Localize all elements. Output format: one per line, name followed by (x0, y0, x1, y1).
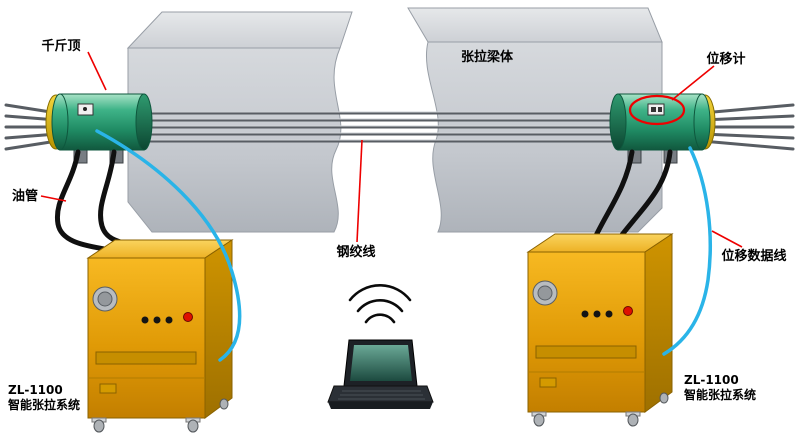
right-pump-model-label: ZL-1100 (684, 373, 739, 387)
right-oil-hose-2 (615, 149, 673, 243)
laptop (327, 339, 434, 409)
left-pump-model-label: ZL-1100 (8, 383, 63, 397)
displacement-gauge-highlight-circle (628, 94, 686, 126)
left-beam-body (126, 11, 353, 233)
oil-pipe-pointer-line (40, 195, 67, 202)
right-beam-body (407, 7, 663, 233)
right-pump-cabinet (526, 233, 674, 427)
left-pump-red-button (183, 312, 193, 322)
wifi-signal-icon (348, 284, 412, 324)
data-cables (95, 129, 712, 362)
laptop-screen (350, 345, 412, 381)
label-oil-pipe: 油管 (12, 188, 38, 204)
right-pump-handle-recess (535, 345, 637, 359)
left-pump-name-label: 智能张拉系统 (7, 397, 80, 412)
jack-pointer-line (87, 51, 107, 91)
annotation-lines (40, 51, 743, 248)
steel-strand-pointer-line (356, 139, 363, 243)
label-jack: 千斤顶 (41, 38, 80, 54)
label-beam-body: 张拉梁体 (461, 49, 514, 65)
left-data-cable (95, 129, 242, 362)
right-pump-red-button (623, 306, 633, 316)
label-steel-strand: 钢绞线 (336, 244, 375, 260)
right-pump-caster (533, 413, 545, 427)
left-oil-hose-1 (54, 149, 121, 255)
left-pump-handle-recess (95, 351, 197, 365)
label-displacement-gauge: 位移计 (706, 51, 745, 67)
left-pump-caster (93, 419, 105, 433)
right-pump-name-label: 智能张拉系统 (683, 387, 756, 402)
right-data-cable (662, 146, 712, 356)
displacement-gauge-pointer-line (671, 65, 715, 101)
text-labels: 千斤顶 张拉梁体 位移计 油管 钢绞线 位移数据线 ZL-1100 智能张拉系统… (7, 38, 787, 412)
data-cable-pointer-line (711, 230, 743, 248)
steel-strands (4, 103, 795, 151)
label-data-cable: 位移数据线 (721, 248, 786, 264)
left-pump-cabinet (86, 239, 234, 433)
